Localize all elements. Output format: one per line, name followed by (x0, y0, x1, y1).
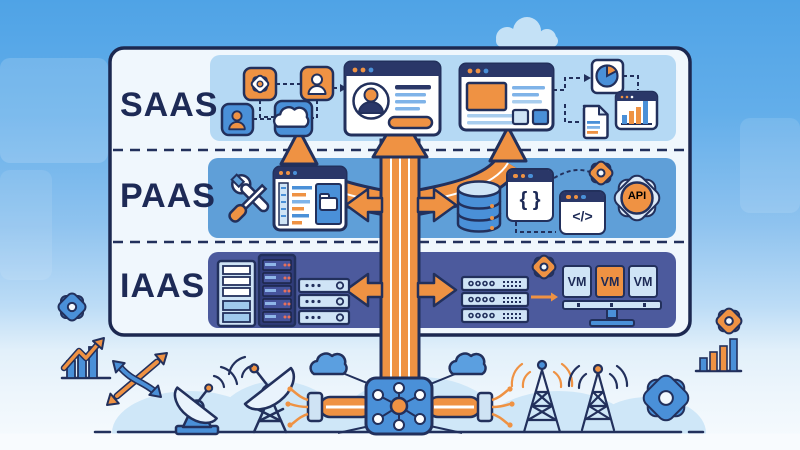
window-dot (573, 194, 578, 200)
arrow-right-icon (584, 74, 591, 82)
satellite-dish-tower-icon (227, 355, 296, 434)
api-badge (620, 181, 654, 215)
monitor-base (589, 319, 635, 327)
sky-patch (740, 118, 800, 213)
sky-patch (0, 58, 108, 163)
saas-analytics-cluster (553, 58, 659, 140)
window-dot (513, 173, 518, 179)
braces-window: { } (506, 168, 554, 222)
cloud-icon (496, 17, 558, 49)
saas-label: SAAS (120, 86, 219, 124)
satellite-dish-icon (173, 365, 239, 436)
paas-label: PAAS (120, 177, 216, 215)
folder-icon (319, 197, 338, 211)
window-dot (566, 194, 571, 200)
bar-chart-window (614, 90, 659, 131)
radio-tower-icon (510, 359, 574, 434)
server-rack-icon (257, 253, 297, 328)
monitor-stand (606, 310, 618, 319)
vm-monitor-icon: VM VM VM (562, 265, 662, 327)
window-dot (528, 173, 533, 179)
profile-window (343, 60, 442, 137)
code-tag-text: </> (572, 208, 593, 224)
api-label: API (627, 190, 647, 202)
image-placeholder (465, 81, 508, 112)
window-dot (520, 173, 525, 179)
sky-patch (0, 170, 52, 280)
fiber-cable-icon (426, 386, 515, 428)
server-tower-icon (216, 259, 257, 328)
vm-box: VM (595, 265, 625, 298)
cloud-icon (309, 352, 348, 376)
saas-app-cluster (220, 65, 347, 138)
exchange-arrows-icon (106, 352, 168, 406)
rack-units-icon (297, 277, 351, 326)
paas-connectors (515, 169, 591, 233)
fiber-cable-icon (285, 386, 374, 428)
ground-fill (0, 433, 800, 450)
window-titlebar (508, 170, 552, 182)
network-hub-icon (364, 376, 434, 436)
vm-port (643, 303, 646, 307)
arrow-right-icon (531, 292, 558, 302)
tools-icon (228, 173, 270, 223)
server-stack-icon (460, 275, 530, 324)
code-editor-window (272, 165, 348, 232)
vm-box: VM (628, 265, 658, 298)
content-window (458, 62, 555, 132)
gear-icon (713, 305, 745, 337)
row-dividers (113, 148, 687, 244)
iaas-label: IAAS (120, 267, 206, 305)
window-titlebar (561, 192, 604, 202)
code-tag-window: </> (559, 190, 606, 235)
window-dot (581, 194, 586, 200)
gear-icon (55, 290, 89, 324)
braces-text: { } (519, 188, 541, 211)
cloud-icon (448, 352, 487, 376)
growth-chart-icon (60, 337, 112, 380)
button (387, 115, 434, 130)
vm-port (577, 303, 580, 307)
radio-tower-icon (567, 363, 629, 432)
database-icon (456, 180, 502, 233)
vm-strip (562, 300, 662, 310)
vm-port (610, 303, 613, 307)
bar-chart-icon (694, 338, 743, 373)
vm-box: VM (562, 265, 592, 298)
